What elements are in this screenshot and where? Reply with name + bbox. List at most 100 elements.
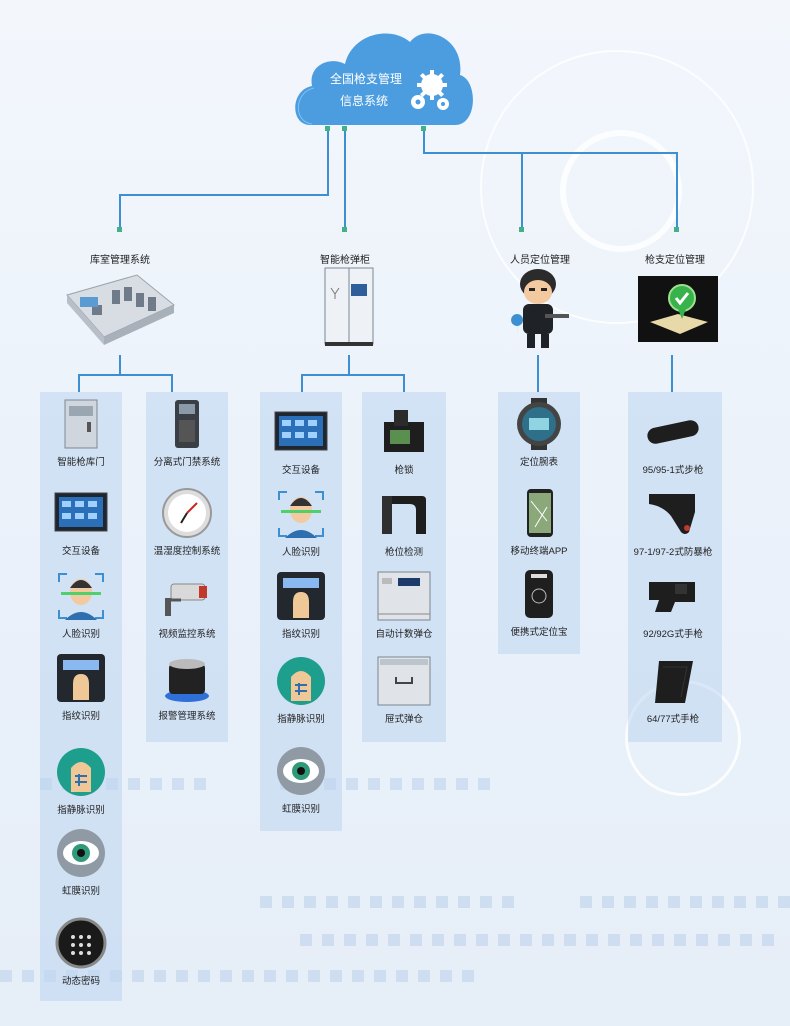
touch-screen-icon (53, 487, 109, 539)
device-label: 屉式弹仓 (384, 714, 423, 725)
device-item: 指纹识别 (40, 652, 122, 722)
cloud-node: 全国枪支管理 信息系统 (290, 20, 475, 130)
device-item: 便携式定位宝 (498, 568, 580, 638)
device-label: 自动计数弹仓 (375, 629, 433, 640)
device-label: 定位腕表 (519, 457, 558, 468)
device-label: 智能枪库门 (57, 457, 105, 468)
decorative-square (396, 970, 408, 982)
decorative-square (478, 778, 490, 790)
cloud-icon (295, 33, 473, 125)
cloud-title-line2: 信息系统 (340, 94, 389, 108)
device-item: 动态密码 (40, 917, 122, 987)
decorative-square (344, 934, 356, 946)
device-item: 64/77式手枪 (632, 655, 714, 725)
police-tracker-icon (511, 568, 567, 620)
decorative-square (300, 934, 312, 946)
device-item: 指纹识别 (260, 570, 342, 640)
decorative-square (502, 896, 514, 908)
smartwatch-icon (511, 398, 567, 450)
keypad-lock-icon (53, 917, 109, 969)
decorative-square (370, 896, 382, 908)
device-label: 交互设备 (61, 546, 100, 557)
device-label: 人脸识别 (281, 547, 320, 558)
system-label-cabinet: 智能枪弹柜 (320, 255, 370, 266)
connector-node (325, 126, 330, 131)
device-item: 报警管理系统 (146, 652, 228, 722)
decorative-square (348, 896, 360, 908)
hygrometer-icon (159, 487, 215, 539)
cctv-camera-icon (159, 570, 215, 622)
decorative-square (696, 934, 708, 946)
gun-location-map-icon (638, 276, 718, 342)
gears-icon (411, 70, 449, 110)
system-label-gun: 枪支定位管理 (645, 255, 705, 266)
decorative-square (498, 934, 510, 946)
device-item: 指静脉识别 (260, 655, 342, 725)
decorative-square (154, 970, 166, 982)
decorative-square (260, 896, 272, 908)
device-label: 枪位检测 (384, 547, 423, 558)
smart-cabinet-icon (324, 267, 374, 346)
decorative-square (388, 934, 400, 946)
pistol-tracker-icon (645, 570, 701, 622)
decorative-square (690, 896, 702, 908)
decorative-square (0, 970, 12, 982)
decorative-square (304, 896, 316, 908)
iris-icon (53, 827, 109, 879)
decorative-square (264, 970, 276, 982)
connector-node (342, 227, 347, 232)
device-label: 指静脉识别 (57, 805, 105, 816)
touch-screen-icon (273, 406, 329, 458)
device-item: 分离式门禁系统 (146, 398, 228, 468)
decorative-square (368, 778, 380, 790)
device-label: 指纹识别 (281, 629, 320, 640)
device-label: 97-1/97-2式防暴枪 (633, 547, 713, 558)
device-item: 虹膜识别 (260, 745, 342, 815)
decorative-square (646, 896, 658, 908)
device-item: 指静脉识别 (40, 746, 122, 816)
decorative-square (674, 934, 686, 946)
decorative-square (366, 934, 378, 946)
decorative-square (434, 778, 446, 790)
drawer-icon (376, 655, 432, 707)
decorative-ring (560, 130, 682, 252)
decorative-square (414, 896, 426, 908)
decorative-square (128, 778, 140, 790)
device-label: 指静脉识别 (277, 714, 325, 725)
connector-node (342, 126, 347, 131)
device-label: 95/95-1式步枪 (642, 465, 704, 476)
system-label-warehouse: 库室管理系统 (90, 255, 150, 266)
decorative-square (346, 778, 358, 790)
device-item: 虹膜识别 (40, 827, 122, 897)
device-item: 92/92G式手枪 (632, 570, 714, 640)
gun-slot-sensor-icon (376, 488, 432, 540)
fingerprint-reader-icon (53, 652, 109, 704)
decorative-square (418, 970, 430, 982)
decorative-square (762, 934, 774, 946)
decorative-square (374, 970, 386, 982)
decorative-square (520, 934, 532, 946)
decorative-square (712, 896, 724, 908)
connector-node (117, 227, 122, 232)
device-item: 枪位检测 (363, 488, 445, 558)
police-officer-icon (511, 269, 569, 348)
decorative-square (410, 934, 422, 946)
decorative-square (194, 778, 206, 790)
face-recognition-icon (273, 488, 329, 540)
system-label-personnel: 人员定位管理 (510, 255, 570, 266)
rifle-tracker-icon (645, 406, 701, 458)
connector-node (519, 227, 524, 232)
decorative-square (734, 896, 746, 908)
decorative-square (480, 896, 492, 908)
decorative-square (624, 896, 636, 908)
decorative-square (630, 934, 642, 946)
finger-vein-icon (273, 655, 329, 707)
decorative-square (412, 778, 424, 790)
decorative-square (432, 934, 444, 946)
decorative-square (176, 970, 188, 982)
cloud-title-line1: 全国枪支管理 (330, 72, 403, 86)
decorative-square (220, 970, 232, 982)
decorative-square (462, 970, 474, 982)
device-label: 交互设备 (281, 465, 320, 476)
